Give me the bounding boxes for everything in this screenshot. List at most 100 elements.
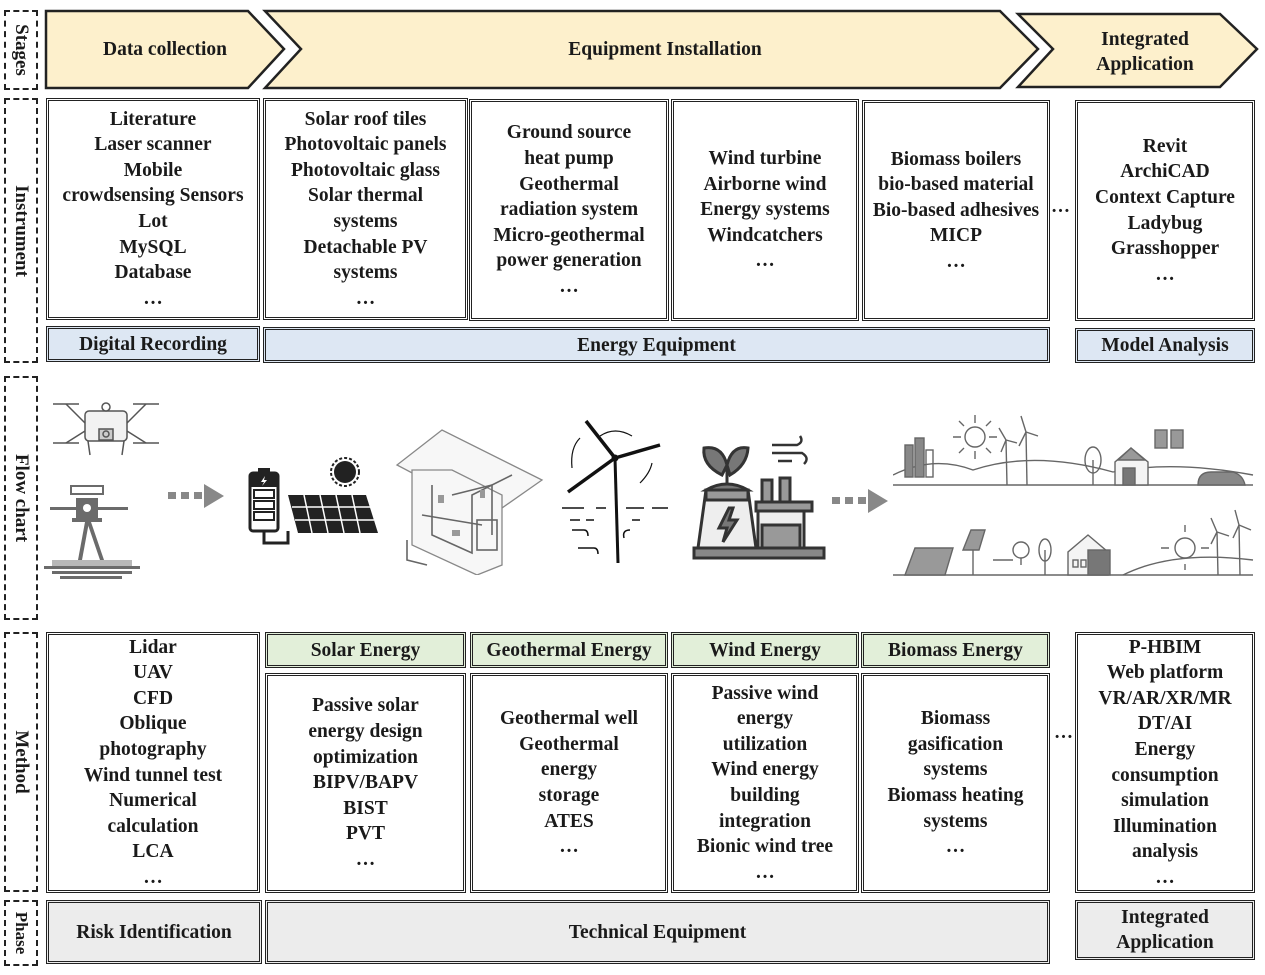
instrument-item: Ladybug: [1127, 212, 1203, 234]
method-item: P-HBIM: [1128, 636, 1202, 658]
method-item: utilization: [722, 733, 808, 755]
stage-arrow-data-collection: [44, 9, 286, 90]
method-item: DT/AI: [1137, 713, 1193, 735]
category-energy-equipment: Energy Equipment: [263, 327, 1050, 363]
method-item: Geothermal well: [499, 708, 639, 730]
method-item: BIST: [343, 797, 388, 819]
method-item: Passive solar: [312, 695, 419, 717]
category-model-analysis: Model Analysis: [1075, 328, 1255, 363]
instrument-item: Micro-geothermal: [493, 224, 645, 246]
instrument-item: …: [755, 250, 775, 272]
instrument-item: MySQL: [119, 236, 187, 258]
instrument-item: Windcatchers: [707, 224, 823, 246]
instrument-box-data-collection: Literature Laser scanner Mobile crowdsen…: [46, 98, 260, 320]
row-label-instrument: Instrument: [4, 98, 38, 363]
instrument-item: Mobile: [123, 159, 183, 181]
method-item: ATES: [544, 810, 594, 832]
method-item: Wind tunnel test: [83, 764, 223, 786]
method-item: …: [1155, 866, 1175, 888]
method-item: …: [755, 861, 775, 883]
instrument-item: power generation: [496, 250, 642, 272]
method-item: gasification: [907, 733, 1004, 755]
method-item: Web platform: [1106, 662, 1224, 684]
instrument-item: radiation system: [499, 199, 639, 221]
row-label-stages: Stages: [4, 10, 38, 90]
row-label-method-text: Method: [11, 730, 32, 794]
method-item: Lidar: [129, 636, 177, 658]
phase-label-line: Application: [1116, 932, 1214, 953]
method-header-solar-energy: Solar Energy: [265, 632, 466, 668]
instrument-item: ArchiCAD: [1120, 161, 1210, 183]
instrument-item: systems: [333, 211, 398, 232]
phase-risk-identification: Risk Identification: [46, 900, 262, 964]
instrument-item: …: [355, 287, 376, 309]
method-box-solar: Passive solar energy design optimization…: [265, 673, 466, 893]
phase-label-line: Integrated: [1121, 907, 1209, 928]
instrument-item: Revit: [1142, 135, 1188, 157]
method-item: integration: [718, 810, 812, 832]
method-box-data-collection: Lidar UAV CFD Oblique photography Wind t…: [46, 632, 260, 893]
instrument-item: Energy systems: [700, 199, 830, 221]
instrument-box-wind: Wind turbine Airborne wind Energy system…: [671, 99, 859, 321]
method-header-wind-energy: Wind Energy: [671, 632, 859, 668]
method-item: CFD: [132, 687, 174, 709]
instrument-item: heat pump: [524, 148, 614, 170]
method-item: …: [355, 848, 376, 870]
instrument-item: Laser scanner: [94, 134, 212, 156]
method-item: Passive wind: [711, 682, 819, 704]
method-header-biomass-energy: Biomass Energy: [861, 632, 1050, 668]
instrument-item: …: [1155, 263, 1175, 285]
method-item: Geothermal: [519, 733, 619, 755]
stage-arrow-equipment-installation: [262, 9, 1040, 90]
method-item: Illumination: [1112, 815, 1218, 837]
method-box-biomass: Biomass gasification systems Biomass hea…: [861, 673, 1050, 893]
row-label-instrument-text: Instrument: [11, 184, 32, 277]
stages-arrows: [44, 9, 1259, 90]
instrument-box-biomass: Biomass boilers bio-based material Bio-b…: [862, 100, 1050, 321]
instrument-box-solar: Solar roof tiles Photovoltaic panels Pho…: [263, 98, 468, 320]
method-item: Oblique: [119, 713, 187, 735]
instrument-gap-ellipsis: …: [1051, 196, 1070, 217]
method-item: UAV: [133, 662, 173, 684]
instrument-item: crowdsensing Sensors: [62, 185, 244, 207]
method-item: energy design: [308, 721, 423, 743]
instrument-item: Context Capture: [1095, 186, 1235, 208]
method-item: systems: [923, 810, 988, 832]
flow-arrow-2: [832, 489, 888, 513]
stage-label-data-collection: Data collection: [102, 38, 227, 60]
method-item: Wind energy: [711, 759, 819, 781]
method-item: energy: [736, 708, 794, 730]
row-label-phase: Phase: [4, 900, 38, 966]
phase-technical-equipment: Technical Equipment: [265, 900, 1050, 964]
instrument-item: systems: [333, 262, 398, 284]
instrument-item: Photovoltaic glass: [291, 159, 440, 181]
stage-label-line: Integrated: [1101, 29, 1189, 50]
method-item: consumption: [1111, 764, 1219, 786]
method-item: energy: [540, 759, 598, 781]
method-gap-ellipsis: …: [1054, 722, 1073, 743]
row-label-phase-text: Phase: [12, 911, 31, 955]
method-item: Numerical: [109, 790, 197, 812]
wind-turbine-icon: [562, 419, 668, 564]
method-item: …: [945, 836, 966, 858]
stage-label-integrated-application: Integrated Application: [1050, 26, 1240, 78]
instrument-item: Ground source: [506, 122, 632, 144]
row-label-flow-chart: Flow chart: [4, 376, 38, 620]
biomass-plant-icon: [692, 435, 826, 560]
method-item: …: [559, 836, 579, 858]
method-item: analysis: [1131, 841, 1199, 863]
house-cutaway-icon: [395, 429, 544, 575]
instrument-item: Wind turbine: [708, 148, 822, 170]
method-item: PVT: [346, 823, 385, 845]
method-item: Bionic wind tree: [696, 836, 834, 858]
instrument-item: MICP: [930, 225, 982, 247]
method-item: BIPV/BAPV: [312, 772, 419, 794]
method-item: systems: [923, 759, 988, 781]
method-item: photography: [99, 738, 207, 760]
instrument-item: …: [143, 287, 163, 309]
instrument-item: Lot: [138, 211, 168, 232]
total-station-icon: [44, 485, 140, 579]
flow-arrow-1: [168, 484, 224, 508]
row-label-flow-chart-text: Flow chart: [11, 453, 32, 543]
instrument-item: Bio-based adhesives: [872, 199, 1040, 221]
